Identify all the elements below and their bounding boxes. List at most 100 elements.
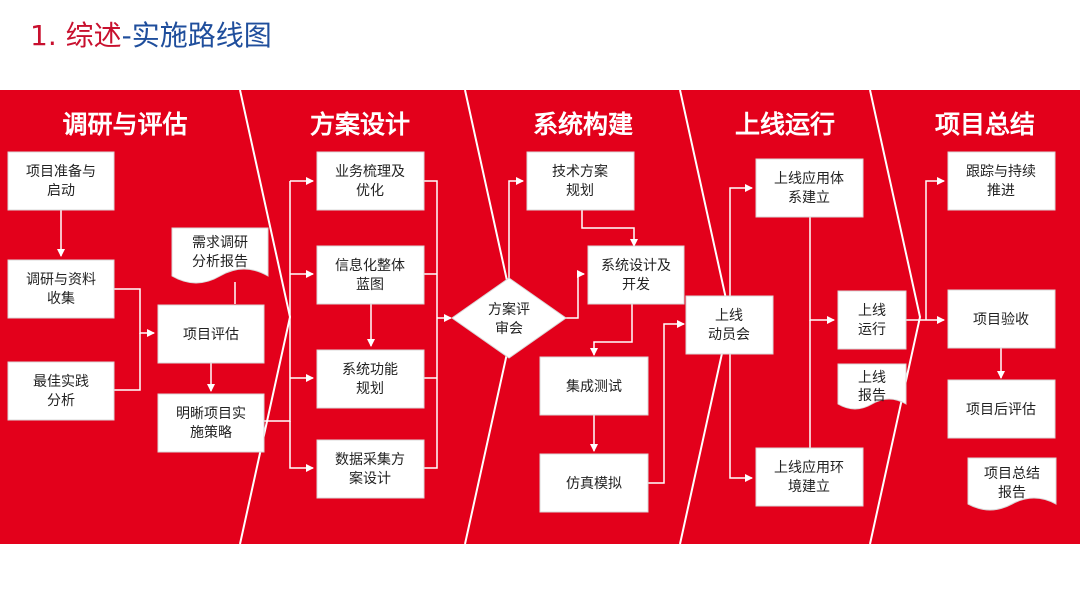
node-tracking: 跟踪与持续推进 [947, 151, 1056, 211]
svg-text:项目准备与启动: 项目准备与启动 [26, 163, 96, 199]
svg-text:技术方案规划: 技术方案规划 [552, 163, 608, 199]
node-go-live: 上线运行 [837, 290, 907, 350]
node-best-practice: 最佳实践分析 [7, 361, 115, 421]
node-biz-line1: 业务梳理及 [335, 164, 405, 180]
node-run-line1: 上线 [858, 303, 886, 319]
svg-text:上线动员会: 上线动员会 [708, 308, 750, 343]
node-simulation: 仿真模拟 [539, 453, 649, 513]
doc-golive-line1: 上线 [858, 370, 886, 386]
svg-text:上线运行: 上线运行 [858, 303, 886, 338]
node-survey-line1: 调研与资料 [26, 272, 96, 288]
node-best-line1: 最佳实践 [33, 374, 89, 390]
svg-text:集成测试: 集成测试 [566, 378, 622, 395]
node-run-line2: 运行 [858, 322, 886, 338]
phase-title-build: 系统构建 [533, 110, 633, 139]
node-sys-dev: 系统设计及开发 [587, 245, 685, 305]
svg-text:系统设计及开发: 系统设计及开发 [601, 258, 671, 293]
arrow-to-data [289, 421, 314, 472]
phase-title-golive: 上线运行 [735, 110, 835, 139]
separator-4 [869, 89, 922, 545]
title-part1: 综述 [65, 19, 122, 52]
arrow-review-dev [565, 270, 585, 319]
node-kickoff-line1: 上线 [715, 308, 743, 324]
arrow-biz-merge [424, 180, 438, 469]
node-kickoff-line2: 动员会 [708, 327, 750, 343]
phase-title-research: 调研与评估 [62, 110, 187, 139]
arrow-review-tech [508, 177, 524, 278]
node-biz-line2: 优化 [356, 183, 384, 199]
node-function: 系统功能规划 [316, 349, 425, 409]
svg-text:需求调研分析报告: 需求调研分析报告 [192, 235, 248, 270]
svg-text:上线应用环境建立: 上线应用环境建立 [774, 459, 844, 495]
node-env-line2: 境建立 [788, 479, 830, 495]
page-title: 1. 综述-实施路线图 [30, 16, 272, 56]
node-sys-line1: 上线应用体 [774, 170, 844, 187]
node-integ-line1: 集成测试 [566, 378, 622, 395]
svg-text:跟踪与持续推进: 跟踪与持续推进 [966, 163, 1036, 199]
node-data-line2: 案设计 [349, 470, 391, 487]
svg-text:项目评估: 项目评估 [183, 327, 239, 343]
node-survey-line2: 收集 [47, 290, 75, 307]
svg-text:业务梳理及优化: 业务梳理及优化 [335, 164, 405, 199]
connectors [57, 177, 1005, 484]
svg-text:调研与资料收集: 调研与资料收集 [26, 272, 96, 307]
arrow-best-eval [114, 333, 141, 391]
node-blueprint: 信息化整体蓝图 [316, 245, 425, 305]
node-post-line1: 项目后评估 [966, 402, 1036, 418]
svg-text:项目总结报告: 项目总结报告 [984, 466, 1040, 501]
svg-text:数据采集方案设计: 数据采集方案设计 [335, 451, 405, 487]
arrow-kickoff-env [729, 352, 753, 482]
svg-text:上线应用体系建立: 上线应用体系建立 [774, 170, 844, 206]
node-data-collection: 数据采集方案设计 [316, 439, 425, 499]
node-integration-test: 集成测试 [539, 356, 649, 416]
node-business: 业务梳理及优化 [316, 151, 425, 211]
node-survey: 调研与资料收集 [7, 259, 115, 319]
svg-text:项目后评估: 项目后评估 [966, 402, 1036, 418]
doc-requirement-report: 需求调研分析报告 [171, 227, 269, 284]
node-app-env: 上线应用环境建立 [755, 447, 864, 507]
doc-golive-line2: 报告 [858, 388, 886, 404]
node-project-eval: 项目评估 [157, 304, 265, 364]
node-dev-line1: 系统设计及 [601, 258, 671, 274]
title-number: 1. [30, 19, 57, 52]
doc-req-line2: 分析报告 [192, 254, 248, 270]
phase-title-summary: 项目总结 [935, 110, 1035, 139]
node-accept-line1: 项目验收 [973, 312, 1029, 328]
node-post-eval: 项目后评估 [947, 379, 1056, 439]
svg-text:最佳实践分析: 最佳实践分析 [33, 374, 89, 409]
doc-golive-report: 上线报告 [837, 363, 907, 410]
node-func-line2: 规划 [356, 381, 384, 397]
node-sys-line2: 系建立 [788, 190, 830, 206]
node-dev-line2: 开发 [622, 277, 650, 293]
node-eval-line1: 项目评估 [183, 327, 239, 343]
title-separator: - [121, 19, 132, 52]
phase-title-design: 方案设计 [310, 110, 410, 139]
node-strategy-line1: 明晰项目实 [176, 406, 246, 422]
arrow-dev-integ [590, 304, 633, 356]
arrow-to-kickoff [648, 320, 685, 484]
arrow-kickoff-sys [729, 184, 753, 296]
svg-text:仿真模拟: 仿真模拟 [566, 476, 622, 492]
node-kickoff: 上线动员会 [685, 295, 774, 355]
node-tech-line1: 技术方案 [552, 163, 608, 180]
svg-text:明晰项目实施策略: 明晰项目实施策略 [176, 406, 246, 441]
doc-summary-report: 项目总结报告 [967, 457, 1057, 511]
svg-text:方案评审会: 方案评审会 [488, 301, 530, 337]
node-env-line1: 上线应用环 [774, 459, 844, 476]
node-sim-line1: 仿真模拟 [566, 476, 622, 492]
node-tech-plan: 技术方案规划 [526, 151, 635, 211]
node-prep: 项目准备与启动 [7, 151, 115, 211]
title-part2: 实施路线图 [131, 19, 272, 52]
doc-req-line1: 需求调研 [192, 235, 248, 251]
node-track-line2: 推进 [987, 183, 1015, 199]
node-prep-line2: 启动 [47, 183, 75, 199]
node-data-line1: 数据采集方 [335, 451, 405, 468]
svg-text:项目验收: 项目验收 [973, 312, 1029, 328]
arrow-tech-dev [581, 210, 638, 247]
doc-summary-line1: 项目总结 [984, 466, 1040, 482]
node-review-line2: 审会 [495, 321, 523, 337]
node-blueprint-line1: 信息化整体 [335, 257, 405, 274]
node-strategy-line2: 施策略 [190, 424, 232, 441]
doc-summary-line2: 报告 [998, 485, 1026, 501]
